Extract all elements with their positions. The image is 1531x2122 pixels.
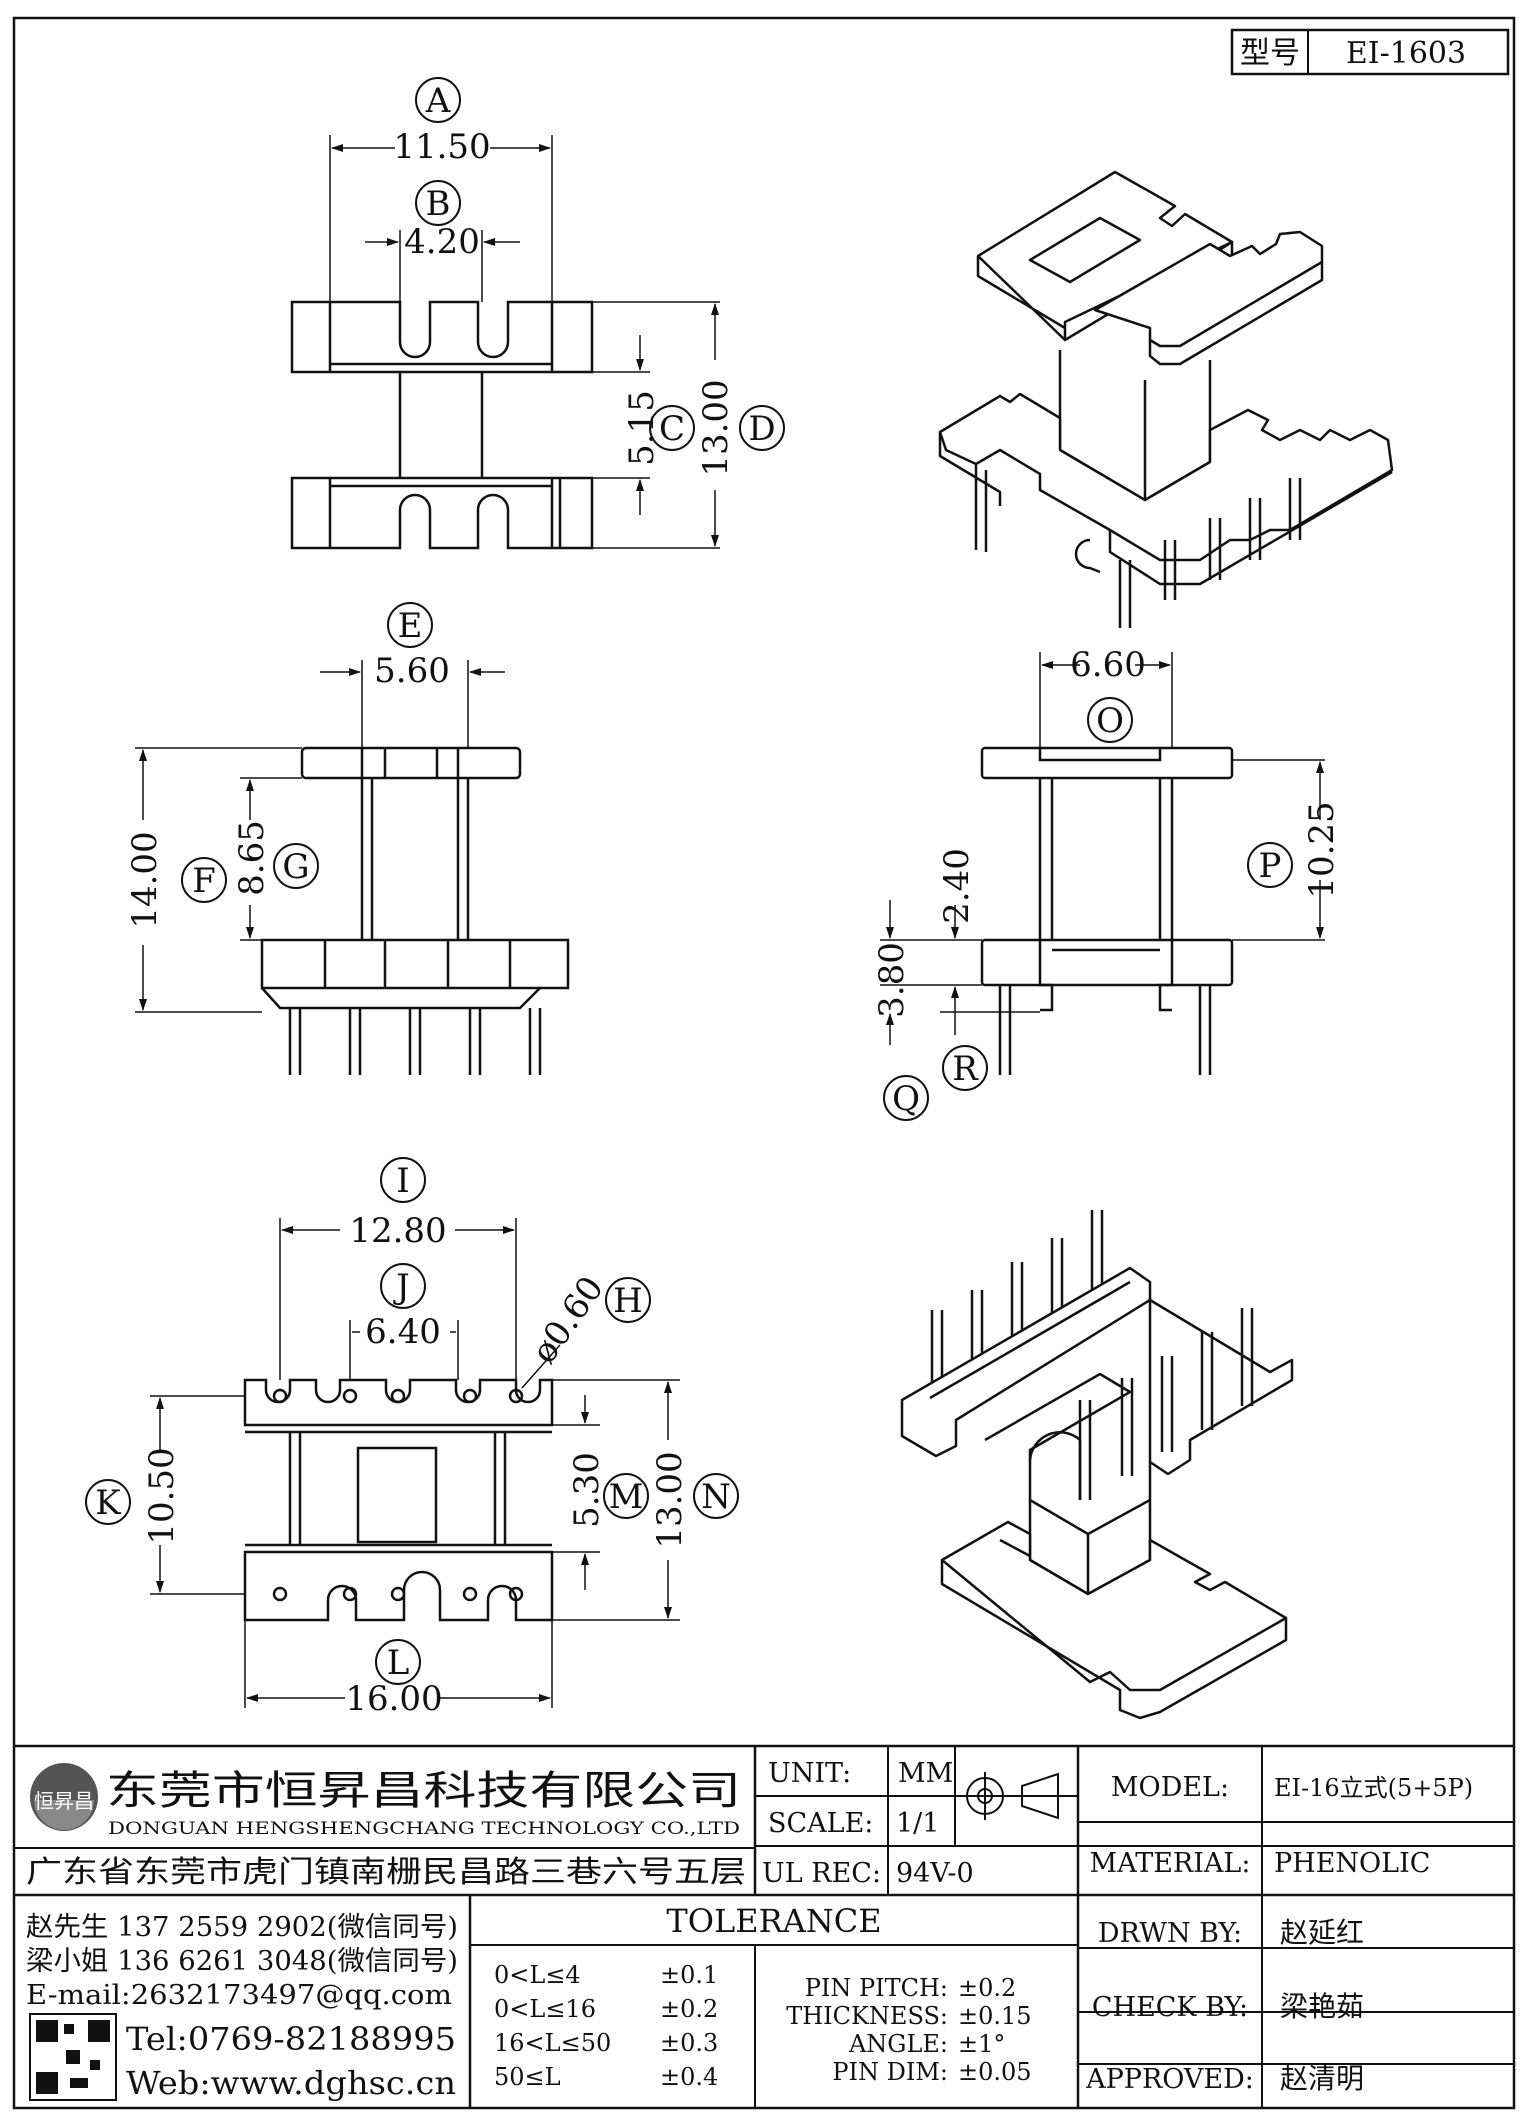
material-label: MATERIAL: [1090, 1848, 1251, 1879]
front-view-labels: E 5.60 14.00 F 8.65 G [125, 602, 450, 929]
dim-H-letter: H [613, 1281, 643, 1321]
model-value: EI-16立式(5+5P) [1274, 1774, 1473, 1802]
tol-thickness-label: THICKNESS: [786, 2002, 948, 2030]
tol-thickness-value: ±0.15 [958, 2002, 1032, 2030]
dim-O-letter: O [1096, 701, 1124, 741]
logo-text: 恒昇昌 [34, 1789, 94, 1813]
tol-angle-label: ANGLE: [848, 2030, 948, 2058]
dim-C-value: 5.15 [622, 390, 662, 466]
dim-K-value: 10.50 [142, 1447, 182, 1544]
dim-G-letter: G [282, 847, 309, 887]
dim-Q-value: 3.80 [872, 942, 912, 1018]
dim-D-value: 13.00 [696, 379, 736, 476]
dim-A-letter: A [425, 81, 451, 121]
side-view [880, 652, 1325, 1075]
scale-value: 1/1 [896, 1808, 939, 1839]
tol-value-2: ±0.2 [660, 1995, 718, 2023]
tol-range-3: 16<L≤50 [494, 2029, 611, 2057]
title-block [14, 1744, 1514, 2108]
tol-value-4: ±0.4 [660, 2063, 718, 2091]
dim-B-value: 4.20 [404, 222, 480, 262]
dim-O-value: 6.60 [1070, 645, 1146, 685]
side-view-labels: 6.60 O P 10.25 2.40 3.80 Q R [872, 645, 1342, 1121]
company-name-en: DONGUAN HENGSHENGCHANG TECHNOLOGY CO.,LT… [108, 1819, 740, 1839]
part-code-box: 型号 EI-1603 [1230, 28, 1510, 76]
top-view-labels: A 11.50 B 4.20 5.15 C 13.00 D [393, 77, 785, 477]
bottom-view-labels: I 12.80 J 6.40 ø0.60 H K 10.50 5.30 M 13… [85, 1157, 739, 1719]
dim-C-letter: C [659, 409, 685, 449]
iso-view-lower [900, 1210, 1294, 1720]
dim-J-letter: J [393, 1267, 410, 1307]
dim-F-letter: F [192, 861, 216, 901]
contact-2: 梁小姐 136 6261 3048(微信同号) [26, 1946, 458, 1977]
bottom-view [150, 1218, 680, 1708]
material-value: PHENOLIC [1274, 1848, 1430, 1879]
sheet-border [12, 16, 1516, 2110]
dim-G-value: 8.65 [232, 820, 272, 896]
dim-E-letter: E [398, 606, 423, 646]
qr-code-icon [29, 2013, 117, 2101]
tol-range-4: 50≤L [494, 2063, 561, 2091]
dim-A-value: 11.50 [393, 127, 490, 167]
company-address: 广东省东莞市虎门镇南栅民昌路三巷六号五层 [26, 1855, 746, 1890]
dim-P-value: 10.25 [1302, 801, 1342, 898]
drawn-label: DRWN BY: [1098, 1918, 1242, 1949]
dim-J-value: 6.40 [365, 1312, 441, 1352]
dim-M-value: 5.30 [567, 1452, 607, 1528]
dim-R-value: 2.40 [937, 848, 977, 924]
iso-view-upper [938, 170, 1394, 628]
company-logo: 恒昇昌 [30, 1763, 98, 1831]
tol-value-3: ±0.3 [660, 2029, 718, 2057]
tol-pin-pitch-label: PIN PITCH: [805, 1974, 948, 2002]
top-view [290, 135, 720, 550]
tol-pin-pitch-value: ±0.2 [958, 1974, 1016, 2002]
contact-tel: Tel:0769-82188995 [126, 2020, 456, 2058]
dim-H-value: ø0.60 [524, 1269, 612, 1371]
tolerance-title: TOLERANCE [666, 1902, 881, 1940]
dim-K-letter: K [95, 1483, 121, 1523]
dim-I-letter: I [396, 1161, 409, 1201]
tol-range-2: 0<L≤16 [494, 1995, 596, 2023]
ul-value: 94V-0 [896, 1858, 974, 1889]
dim-N-value: 13.00 [650, 1451, 690, 1548]
part-code-value: EI-1603 [1346, 36, 1466, 71]
company-name-cn: 东莞市恒昇昌科技有限公司 [106, 1768, 741, 1814]
unit-value: MM [898, 1758, 953, 1789]
tol-range-1: 0<L≤4 [494, 1961, 581, 1989]
tol-angle-value: ±1° [958, 2030, 1005, 2058]
approved-label: APPROVED: [1085, 2064, 1254, 2095]
contact-web: Web:www.dghsc.cn [126, 2064, 456, 2102]
check-value: 梁艳茹 [1280, 1990, 1364, 2023]
dim-D-letter: D [748, 409, 775, 449]
dim-L-value: 16.00 [345, 1679, 442, 1719]
dim-Q-letter: Q [892, 1079, 920, 1119]
projection-symbol-icon [960, 1772, 1059, 1820]
dim-E-value: 5.60 [374, 651, 450, 691]
tol-pin-dim-label: PIN DIM: [832, 2058, 948, 2086]
dim-I-value: 12.80 [349, 1211, 446, 1251]
dim-M-letter: M [609, 1477, 644, 1517]
unit-label: UNIT: [768, 1758, 851, 1789]
model-label: MODEL: [1111, 1772, 1229, 1803]
approved-value: 赵清明 [1280, 2062, 1364, 2095]
ul-label: UL REC: [762, 1858, 881, 1889]
dim-B-letter: B [426, 184, 451, 224]
dim-R-letter: R [952, 1049, 979, 1089]
drawn-value: 赵延红 [1280, 1916, 1364, 1949]
check-label: CHECK BY: [1092, 1992, 1248, 2023]
dim-F-value: 14.00 [125, 831, 165, 928]
scale-label: SCALE: [768, 1808, 873, 1839]
part-code-label: 型号 [1240, 36, 1300, 71]
contact-email: E-mail:2632173497@qq.com [26, 1980, 452, 2011]
dim-N-letter: N [701, 1477, 731, 1517]
contact-1: 赵先生 137 2559 2902(微信同号) [26, 1912, 458, 1943]
dim-L-letter: L [387, 1643, 410, 1683]
front-view [135, 660, 570, 1075]
tol-pin-dim-value: ±0.05 [958, 2058, 1032, 2086]
tol-value-1: ±0.1 [660, 1961, 718, 1989]
dim-P-letter: P [1259, 846, 1282, 886]
